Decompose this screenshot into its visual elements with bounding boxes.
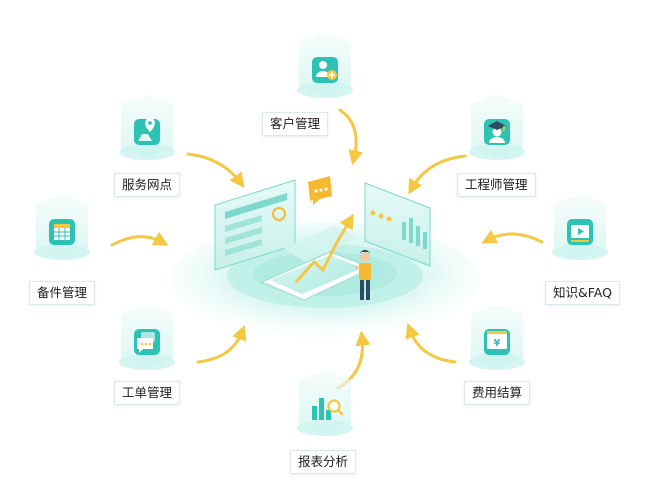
node-service bbox=[119, 94, 175, 160]
node-report bbox=[297, 370, 353, 436]
arrow-workorder bbox=[196, 325, 247, 364]
label-customer: 客户管理 bbox=[262, 112, 329, 136]
label-expense: 费用结算 bbox=[464, 381, 531, 405]
label-engineer: 工程师管理 bbox=[457, 173, 536, 197]
engineer-icon bbox=[488, 121, 506, 143]
service-point-icon bbox=[138, 118, 155, 141]
chat-bubble-icon bbox=[308, 176, 332, 205]
label-knowledge: 知识&FAQ bbox=[545, 281, 620, 305]
yen-card-icon: ¥ bbox=[487, 331, 507, 349]
label-parts: 备件管理 bbox=[29, 281, 96, 305]
arrow-customer bbox=[338, 108, 364, 166]
label-report: 报表分析 bbox=[290, 450, 357, 474]
arrow-expense bbox=[405, 322, 457, 364]
arrow-knowledge bbox=[481, 229, 544, 244]
node-customer bbox=[297, 32, 353, 98]
customer-add-icon bbox=[316, 61, 337, 80]
central-phone bbox=[260, 225, 374, 301]
node-parts bbox=[34, 194, 90, 260]
video-play-icon bbox=[571, 225, 589, 242]
node-engineer bbox=[469, 94, 525, 160]
chat-ticket-icon bbox=[137, 332, 155, 353]
growth-line bbox=[294, 213, 354, 284]
arrow-parts bbox=[110, 231, 169, 247]
label-service: 服务网点 bbox=[114, 173, 181, 197]
label-workorder: 工单管理 bbox=[114, 381, 181, 405]
person-figure bbox=[355, 249, 371, 300]
arrow-engineer bbox=[408, 154, 467, 195]
arrow-service bbox=[186, 152, 245, 188]
chart-search-icon bbox=[312, 398, 344, 420]
node-knowledge bbox=[552, 194, 608, 260]
right-chart-panel bbox=[364, 182, 431, 267]
node-expense: ¥ bbox=[469, 304, 525, 370]
left-dashboard-panel bbox=[214, 179, 296, 271]
parts-grid-icon bbox=[54, 224, 70, 240]
node-workorder bbox=[119, 304, 175, 370]
svg-text:¥: ¥ bbox=[494, 338, 501, 349]
